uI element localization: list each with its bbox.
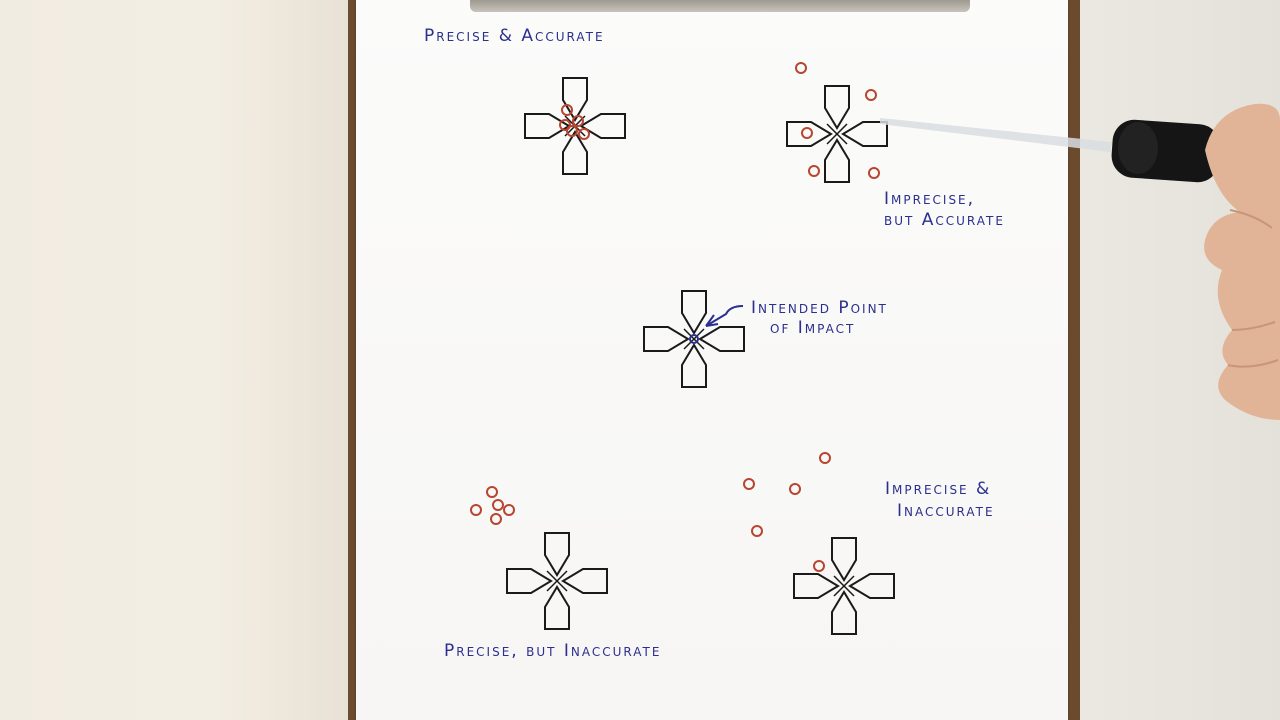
- intended-point-arrow: [705, 305, 744, 327]
- clipboard-clip: [470, 0, 970, 12]
- shots-precise-accurate: [559, 104, 590, 140]
- caption-imprecise-inaccurate-line1: Imprecise &: [885, 479, 992, 499]
- caption-intended-line2: of Impact: [770, 318, 856, 338]
- shots-precise-inaccurate: [470, 486, 515, 525]
- caption-precise-accurate: Precise & Accurate: [424, 26, 605, 46]
- caption-imprecise-accurate-line2: but Accurate: [884, 210, 1005, 230]
- caption-precise-inaccurate: Precise, but Inaccurate: [444, 641, 662, 661]
- shots-imprecise-inaccurate: [743, 452, 831, 572]
- target-imprecise-inaccurate: [793, 537, 895, 635]
- paper-sheet: [356, 0, 1068, 720]
- pointer-pen: [880, 118, 1221, 183]
- arrow-head-icon: [705, 314, 719, 327]
- left-notebook-page: [0, 0, 352, 720]
- caption-intended-line1: Intended Point: [751, 298, 888, 318]
- caption-imprecise-accurate-line1: Imprecise,: [884, 189, 976, 209]
- hand: [1204, 103, 1280, 421]
- intended-point-marker: [689, 334, 699, 344]
- caption-imprecise-inaccurate-line2: Inaccurate: [897, 501, 995, 521]
- target-intended-point: [643, 290, 745, 388]
- target-precise-inaccurate: [506, 532, 608, 630]
- shots-imprecise-accurate: [795, 62, 880, 179]
